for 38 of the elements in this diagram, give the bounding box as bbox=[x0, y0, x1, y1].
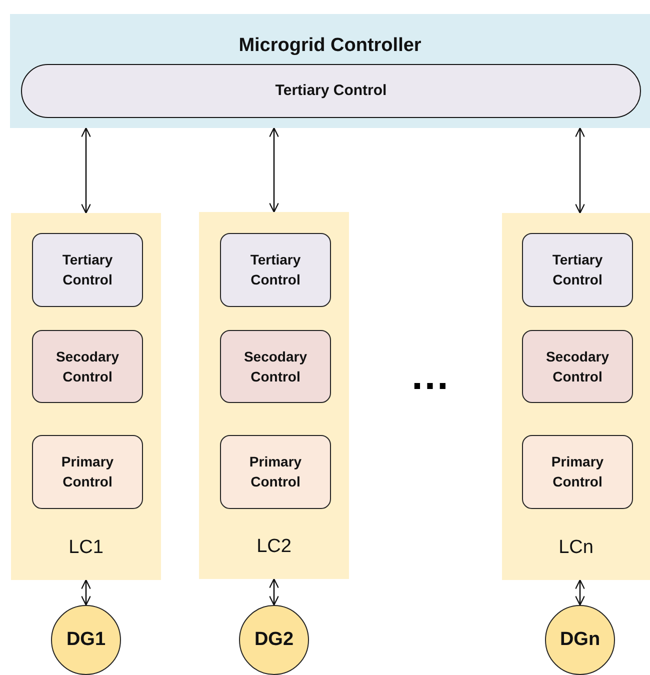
controller-label: LC1 bbox=[68, 536, 104, 560]
secondary-control-box bbox=[220, 330, 331, 403]
primary-control-box bbox=[522, 435, 633, 509]
control-label: Primary Control bbox=[550, 452, 605, 492]
control-label: Tertiary Control bbox=[274, 81, 388, 102]
control-label: Secodary Control bbox=[54, 347, 120, 386]
double-arrow bbox=[574, 579, 586, 606]
generator-label: DG1 bbox=[65, 628, 107, 652]
local-controller-column bbox=[502, 213, 650, 580]
ellipsis-text: … bbox=[409, 356, 451, 396]
control-label: Primary Control bbox=[60, 452, 115, 492]
control-label: Secodary Control bbox=[242, 347, 308, 386]
generator-label: DGn bbox=[558, 628, 602, 652]
control-label: Tertiary Control bbox=[249, 250, 302, 290]
tertiary-control-box bbox=[32, 233, 143, 307]
control-label: Secodary Control bbox=[544, 347, 610, 386]
local-controller-column bbox=[11, 213, 161, 580]
secondary-control-box bbox=[522, 330, 633, 403]
control-label: Microgrid Controller bbox=[238, 34, 422, 58]
secondary-control-box bbox=[32, 330, 143, 403]
tertiary-control-box bbox=[220, 233, 331, 307]
tertiary-control-pill bbox=[21, 64, 641, 118]
double-arrow bbox=[268, 127, 280, 213]
control-label: Primary Control bbox=[248, 452, 303, 492]
primary-control-box bbox=[32, 435, 143, 509]
generator-label: DG2 bbox=[253, 628, 295, 652]
controller-label: LCn bbox=[558, 536, 594, 560]
double-arrow bbox=[268, 578, 280, 606]
controller-label: LC2 bbox=[256, 535, 292, 560]
control-label: Tertiary Control bbox=[551, 250, 604, 290]
double-arrow bbox=[80, 127, 92, 214]
double-arrow bbox=[574, 127, 586, 214]
control-label: Tertiary Control bbox=[61, 250, 114, 290]
local-controller-column bbox=[199, 212, 349, 579]
tertiary-control-box bbox=[522, 233, 633, 307]
controller-panel bbox=[10, 14, 650, 128]
double-arrow bbox=[80, 579, 92, 606]
primary-control-box bbox=[220, 435, 331, 509]
